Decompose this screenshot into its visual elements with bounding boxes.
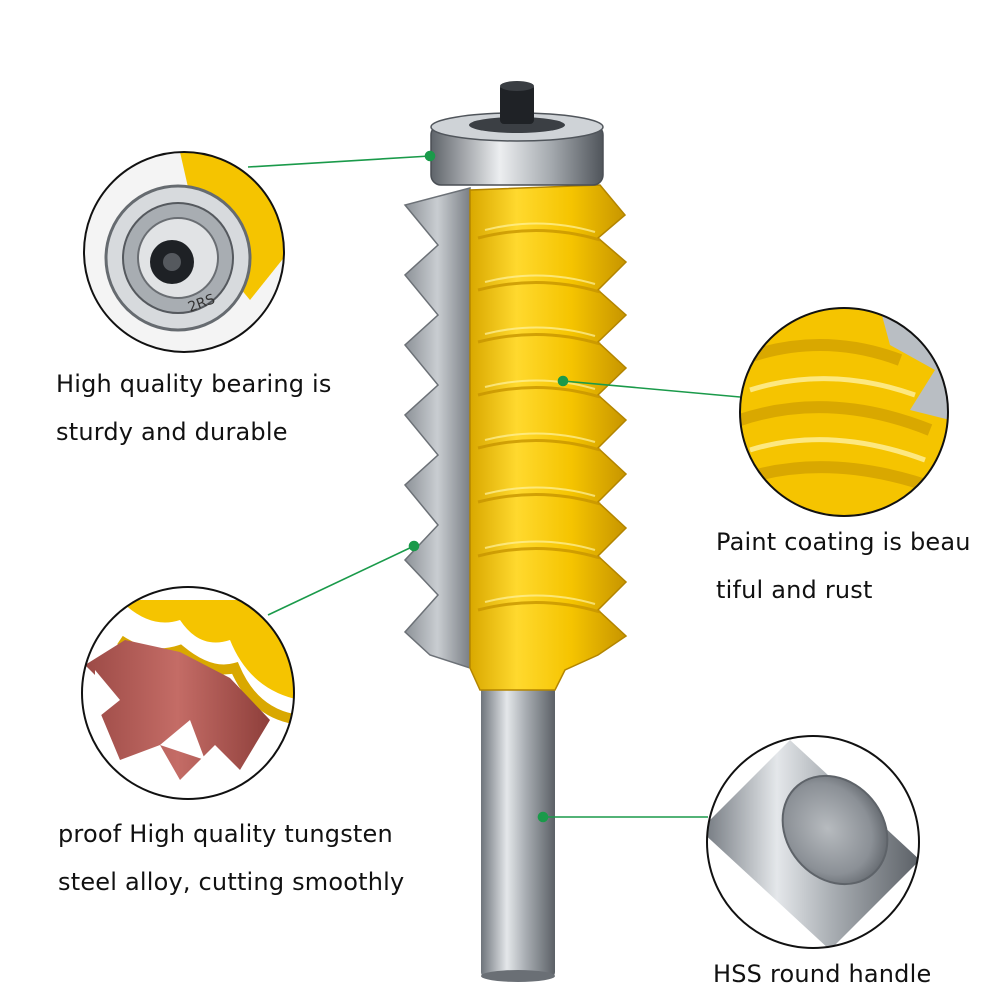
caption-paint-line1: Paint coating is beau	[716, 528, 971, 556]
detail-round-handle	[706, 735, 920, 949]
shank-end-face	[781, 774, 889, 886]
caption-paint-line2: tiful and rust	[716, 576, 873, 604]
caption-paint: Paint coating is beau tiful and rust	[716, 518, 971, 614]
caption-handle: HSS round handle	[713, 950, 931, 998]
tungsten-blade	[85, 640, 270, 780]
caption-bearing-line1: High quality bearing is	[56, 370, 332, 398]
caption-tungsten-line2: steel alloy, cutting smoothly	[58, 868, 405, 896]
detail-bearing: 2RS	[83, 151, 285, 353]
detail-tungsten-teeth	[81, 586, 295, 800]
detail-paint-coating	[739, 307, 949, 517]
leader-lines	[247, 150, 741, 823]
caption-handle-line1: HSS round handle	[713, 960, 932, 988]
router-bit	[403, 81, 628, 982]
caption-tungsten-line1: proof High quality tungsten	[58, 820, 393, 848]
carbide-blade	[403, 187, 471, 670]
caption-tungsten: proof High quality tungsten steel alloy,…	[58, 810, 404, 906]
top-bearing	[430, 81, 604, 186]
yellow-coated-body	[469, 184, 628, 691]
caption-bearing-line2: sturdy and durable	[56, 418, 288, 446]
caption-bearing: High quality bearing is sturdy and durab…	[56, 360, 332, 456]
round-shank	[481, 678, 555, 978]
flute-ribs	[477, 229, 601, 614]
